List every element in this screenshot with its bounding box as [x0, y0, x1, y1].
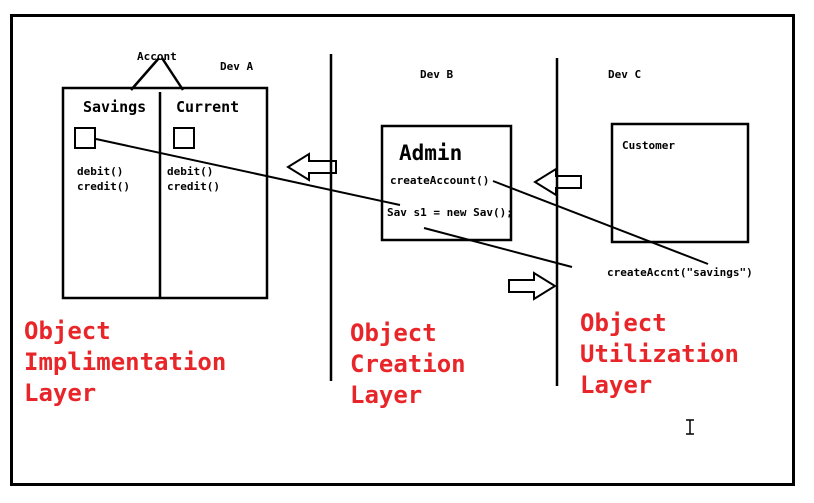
savings-debit-method: debit() [77, 165, 124, 178]
connector-savings-to-admin [95, 138, 401, 206]
current-label: Current [176, 98, 240, 116]
arrow-left-icon [533, 167, 582, 197]
admin-title: Admin [399, 141, 463, 165]
admin-box [380, 124, 513, 242]
admin-code-line: Sav s1 = new Sav(); [387, 206, 513, 219]
customer-title: Customer [622, 139, 675, 152]
arrow-left-icon [286, 152, 337, 182]
savings-object-square [74, 127, 96, 149]
create-account-method: createAccount() [390, 174, 490, 187]
savings-label: Savings [83, 98, 147, 116]
connector-admin-to-utilization [423, 227, 573, 268]
current-object-square [173, 127, 195, 149]
account-box [61, 86, 269, 300]
dev-b-label: Dev B [420, 68, 454, 81]
current-credit-method: credit() [167, 180, 220, 193]
customer-box [610, 122, 750, 244]
diagram-frame [10, 14, 795, 486]
dev-a-label: Dev A [220, 60, 254, 73]
connector-admin-to-customer [492, 180, 709, 265]
tree-branch-right [160, 57, 185, 91]
savings-credit-method: credit() [77, 180, 130, 193]
tree-branch-left [130, 57, 160, 91]
current-debit-method: debit() [167, 165, 214, 178]
customer-call: createAccnt("savings") [607, 266, 753, 279]
dev-c-label: Dev C [608, 68, 642, 81]
account-title: Accont [137, 50, 177, 63]
arrow-right-icon [508, 271, 557, 301]
